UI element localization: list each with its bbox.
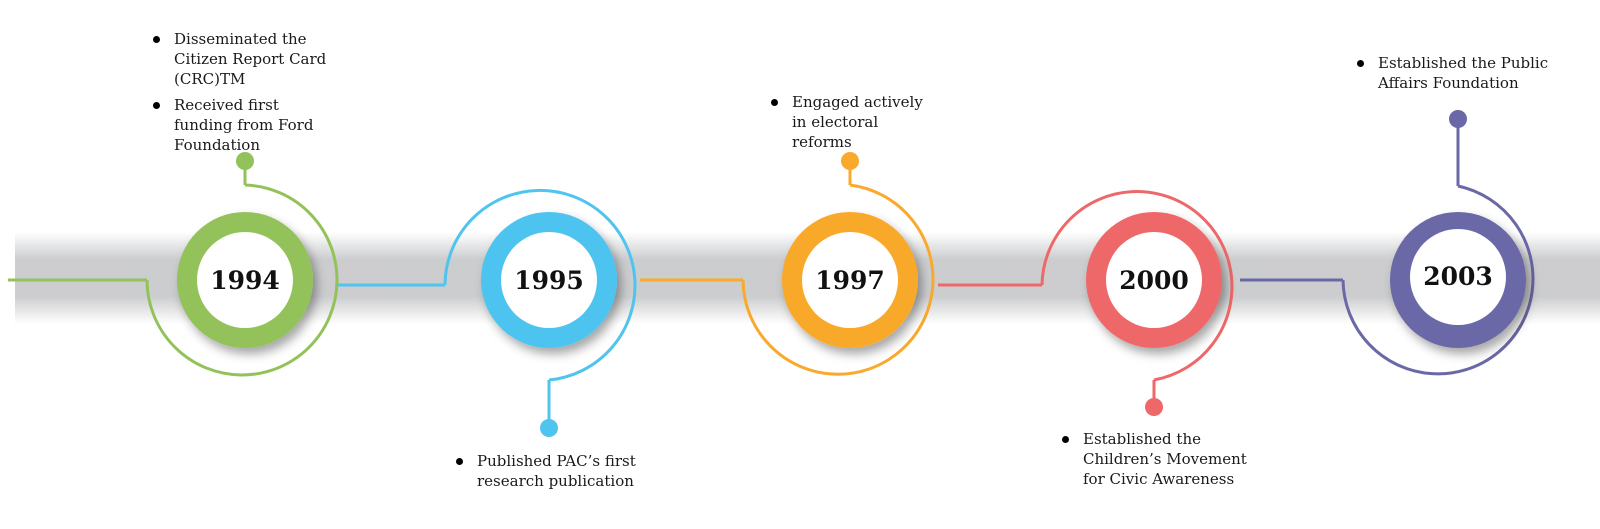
note-item: Published PAC’s first research publicati… — [455, 451, 645, 491]
note-item: Received first funding from Ford Foundat… — [152, 95, 332, 155]
year-ring-2000 — [1086, 212, 1222, 348]
note-item: Engaged actively in electoral reforms — [770, 92, 940, 152]
year-label-1995: 1995 — [514, 266, 584, 295]
milestone-notes-2000: Established the Children’s Movement for … — [1061, 429, 1261, 495]
year-label-1997: 1997 — [815, 266, 885, 295]
arc-2000 — [1040, 190, 1234, 382]
pin-dot-1994 — [236, 152, 254, 170]
year-ring-1994 — [177, 212, 313, 348]
arc-1994 — [145, 183, 339, 377]
year-ring-1995 — [481, 212, 617, 348]
arc-2003 — [1341, 184, 1535, 376]
note-item: Disseminated the Citizen Report Card (CR… — [152, 29, 332, 89]
year-label-2003: 2003 — [1423, 262, 1493, 291]
year-label-1994: 1994 — [210, 266, 280, 295]
arc-1997 — [741, 183, 935, 376]
pin-dot-1995 — [540, 419, 558, 437]
year-ring-1997 — [782, 212, 918, 348]
milestone-notes-1995: Published PAC’s first research publicati… — [455, 451, 645, 497]
pin-dot-1997 — [841, 152, 859, 170]
milestone-notes-1997: Engaged actively in electoral reforms — [770, 92, 940, 158]
note-item: Established the Public Affairs Foundatio… — [1356, 53, 1556, 93]
pin-dot-2000 — [1145, 398, 1163, 416]
milestone-notes-1994: Disseminated the Citizen Report Card (CR… — [152, 29, 332, 161]
pin-dot-2003 — [1449, 110, 1467, 128]
year-ring-2003 — [1390, 212, 1526, 348]
arc-1995 — [443, 188, 637, 382]
note-item: Established the Children’s Movement for … — [1061, 429, 1261, 489]
year-label-2000: 2000 — [1119, 266, 1189, 295]
milestone-notes-2003: Established the Public Affairs Foundatio… — [1356, 53, 1556, 99]
